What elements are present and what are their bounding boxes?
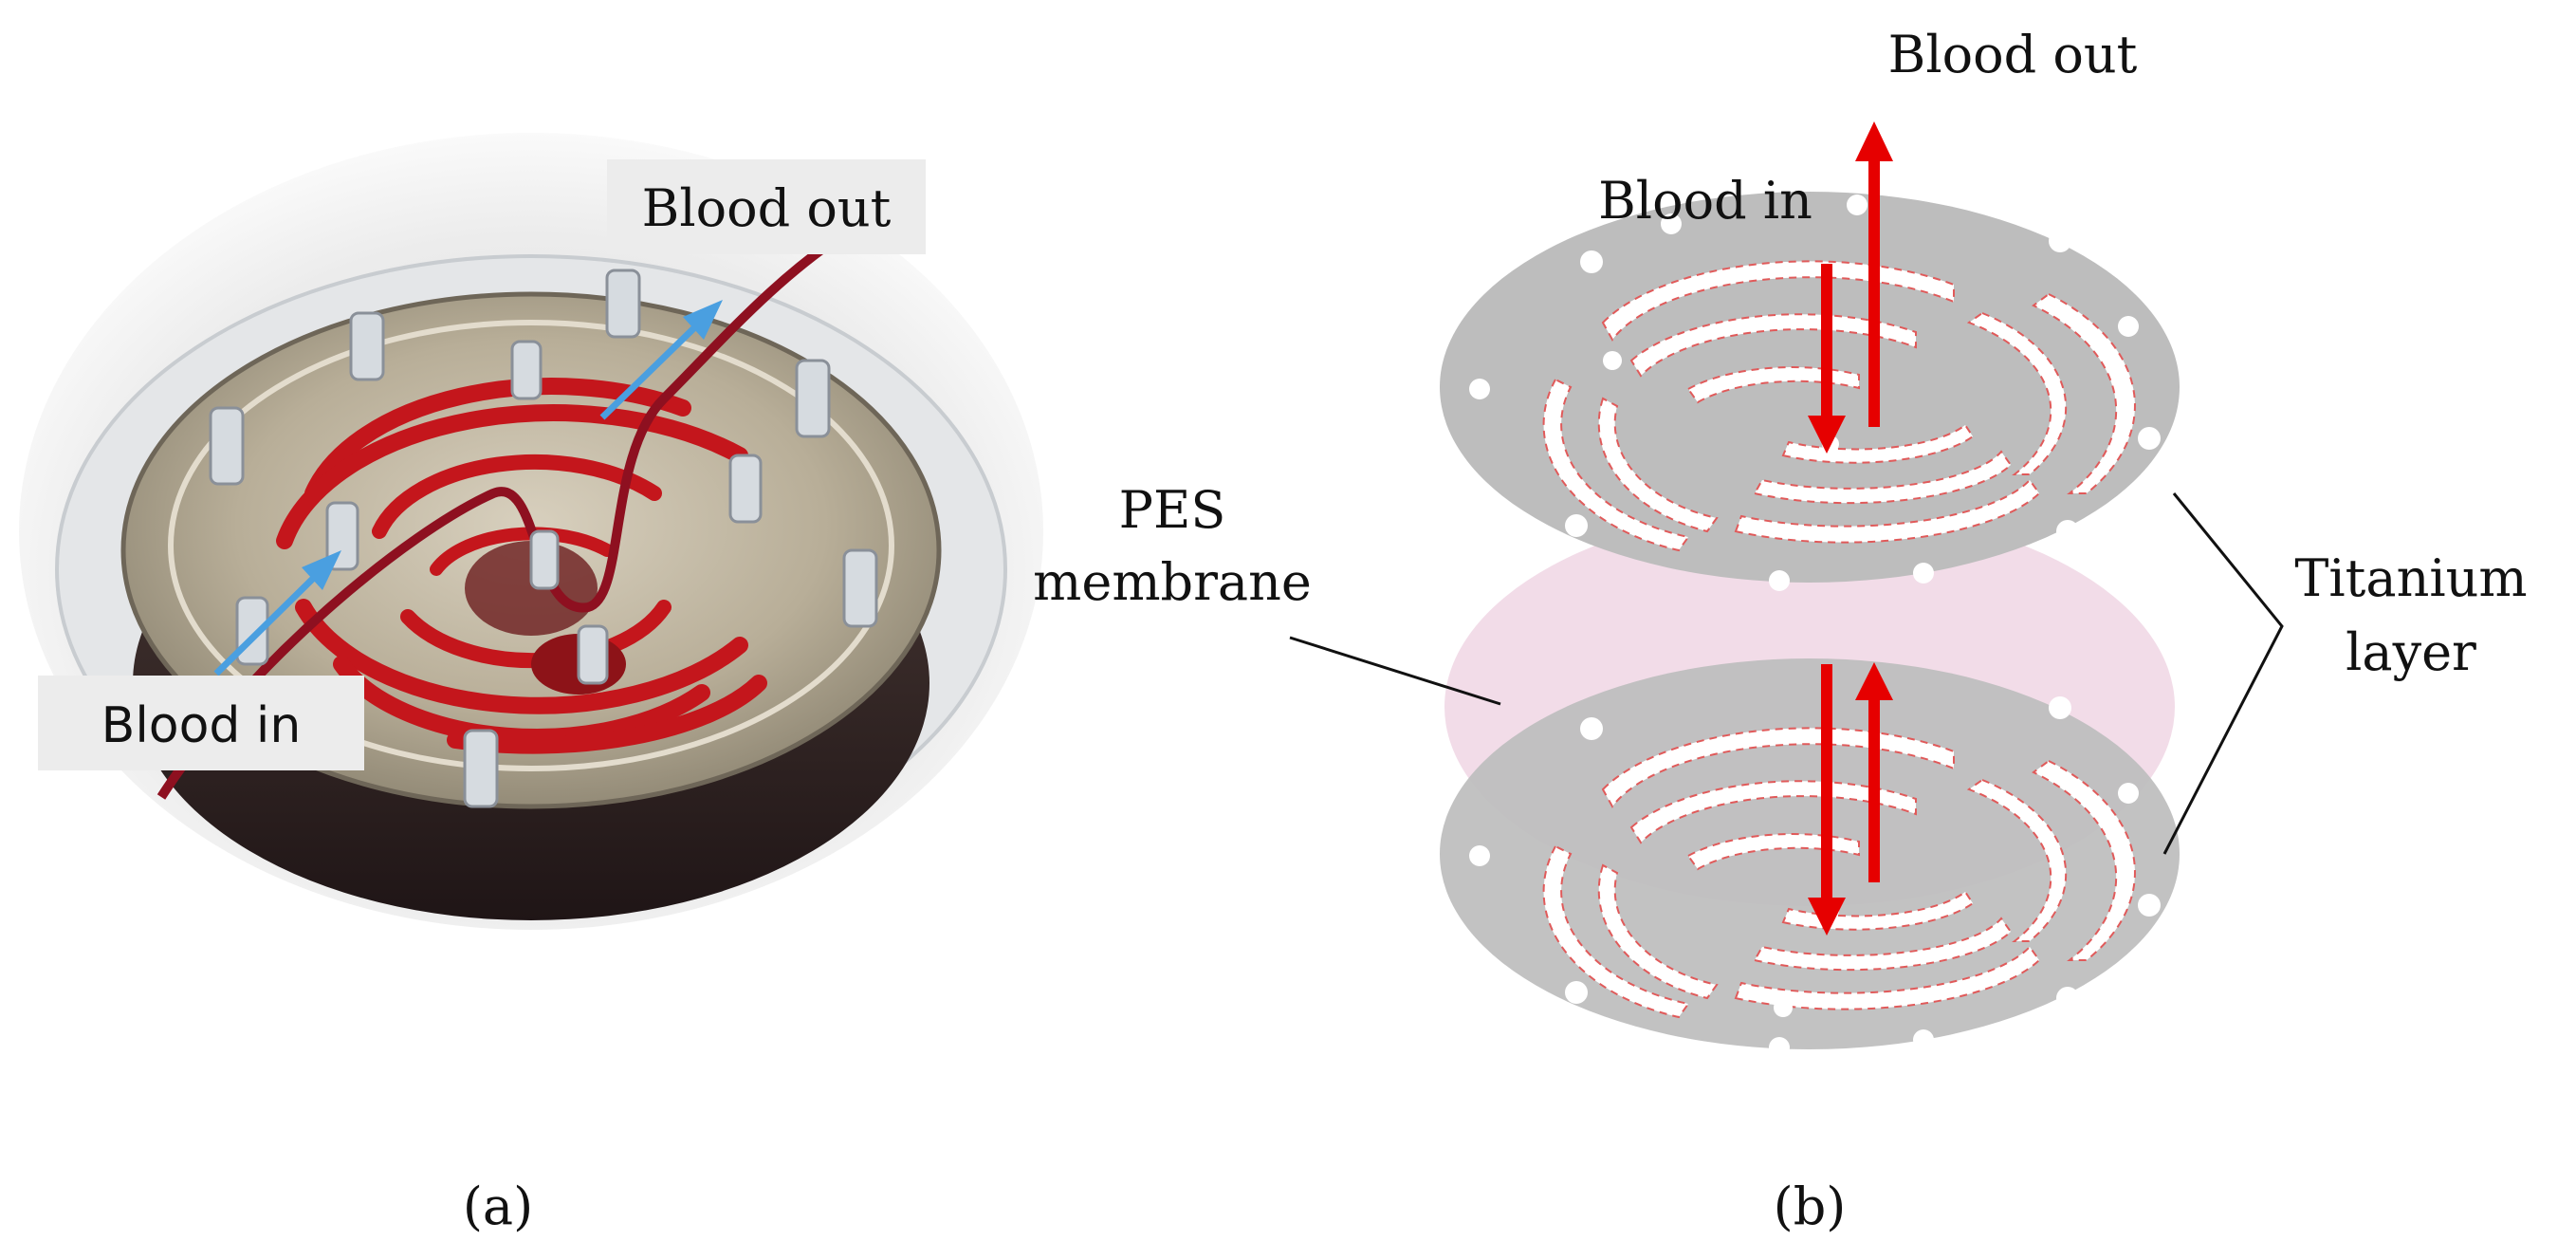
blood-out-label-a: Blood out <box>642 178 892 238</box>
tubing <box>156 223 856 800</box>
bolts <box>209 269 878 808</box>
flow-arrows-top <box>1808 121 1893 454</box>
flow-arrows-bottom <box>1808 662 1893 936</box>
blood-out-label-box-a <box>607 159 926 254</box>
pes-label-line2: membrane <box>1033 552 1312 612</box>
caption-a: (a) <box>463 1177 533 1236</box>
titanium-plate-top <box>1440 192 2180 591</box>
pes-leader-line <box>1289 636 1501 706</box>
titanium-leader-lines <box>2162 492 2284 855</box>
blood-in-label-box-a <box>38 676 364 770</box>
blood-out-label-b: Blood out <box>1888 25 2138 84</box>
caption-b: (b) <box>1774 1177 1847 1236</box>
titanium-plate-bottom <box>1440 658 2180 1058</box>
panel-b-schematic <box>1289 121 2284 1058</box>
titanium-label-line2: layer <box>2346 622 2476 682</box>
device-inner-rim <box>168 320 894 771</box>
blood-channels <box>276 378 767 754</box>
blue-flow-arrows <box>213 300 723 676</box>
blood-in-label-a: Blood in <box>101 697 302 754</box>
titanium-label-line1: Titanium <box>2294 548 2527 608</box>
blood-in-label-b: Blood in <box>1598 171 1812 231</box>
panel-a-photo: Blood out Blood in <box>19 133 1043 930</box>
pes-label-line1: PES <box>1119 480 1226 540</box>
centre-pool <box>465 541 598 636</box>
